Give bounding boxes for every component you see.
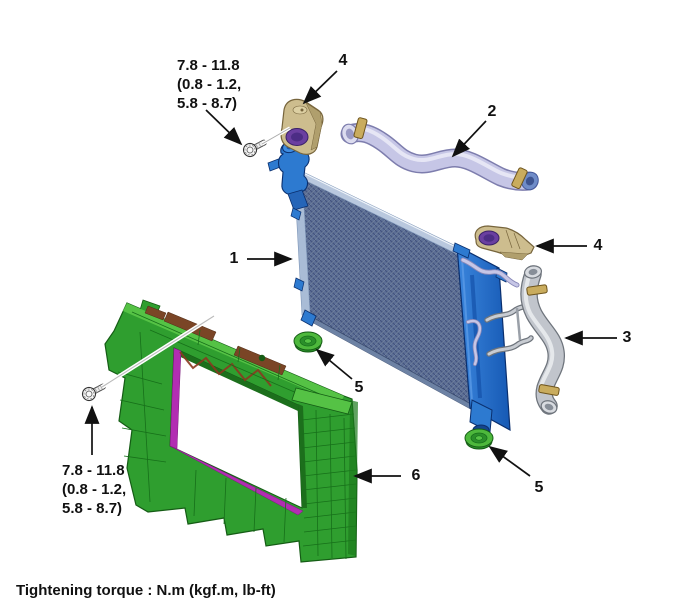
radiator-clip: [290, 207, 302, 221]
carrier-brown-strip: [144, 305, 167, 321]
torque-line: 5.8 - 8.7): [62, 500, 123, 517]
radiator: [267, 140, 534, 436]
carrier-opening-shadow: [174, 348, 298, 411]
carrier-top-highlight: [123, 303, 344, 404]
radiator-upper-bracket-right: [474, 225, 535, 261]
carrier-ribs: [117, 311, 357, 560]
tank-edge-light: [461, 257, 473, 403]
callout-label-2-upper-hose: 2: [487, 103, 497, 120]
torque-line: 5.8 - 8.7): [177, 95, 238, 112]
arrow-callout-4-top: [302, 70, 338, 105]
bolt-icon: [242, 139, 267, 158]
carrier-opening-shadow-right: [298, 404, 307, 508]
torque-line: (0.8 - 1.2,: [177, 76, 242, 93]
bolt-leader-lines: [100, 126, 291, 389]
callout-arrows: [84, 70, 617, 484]
carrier-magenta-trim-bottom: [169, 445, 304, 516]
arrow-torque-upper: [205, 109, 243, 146]
callout-label-5-mount-left: 5: [354, 379, 364, 396]
radiator-lower-mount-left: [293, 331, 323, 353]
torque-line: (0.8 - 1.2,: [62, 481, 127, 498]
carrier-pillar-cap: [291, 387, 353, 415]
tightening-torque-caption: Tightening torque : N.m (kgf.m, lb-ft): [16, 582, 276, 599]
hose-clamp: [353, 117, 368, 140]
arrow-callout-2: [451, 120, 487, 158]
hose-clamp: [538, 384, 560, 396]
carrier-pillar-shadow: [348, 400, 358, 556]
torque-line: 7.8 - 11.8: [62, 462, 125, 479]
radiator-core: [298, 171, 475, 407]
torque-line: 7.8 - 11.8: [177, 57, 240, 74]
bolt-icon: [81, 383, 106, 402]
lower-radiator-hose: [520, 265, 566, 415]
torque-spec-lower: 7.8 - 11.8 (0.8 - 1.2, 5.8 - 8.7): [62, 461, 126, 518]
radiator-clip: [300, 309, 317, 327]
callout-label-4-bracket-top: 4: [338, 52, 348, 69]
callout-label-6-carrier: 6: [411, 467, 421, 484]
callout-label-3-lower-hose: 3: [622, 329, 632, 346]
upper-radiator-hose: [340, 117, 539, 191]
front-end-module-carrier: [104, 299, 358, 563]
torque-spec-upper: 7.8 - 11.8 (0.8 - 1.2, 5.8 - 8.7): [177, 56, 241, 113]
arrow-callout-5-left: [315, 348, 353, 380]
radiator-clip: [293, 277, 305, 292]
hose-clamp: [526, 284, 548, 296]
hose-clamp: [511, 167, 528, 190]
carrier-rib-pattern: [179, 351, 272, 387]
carrier-hole: [258, 354, 266, 362]
callout-label-1-radiator: 1: [229, 250, 239, 267]
carrier-brown-strip: [233, 345, 287, 376]
frame-highlight: [296, 169, 463, 251]
radiator-upper-bracket-top: [280, 98, 324, 155]
callout-label-5-mount-right: 5: [534, 479, 544, 496]
radiator-lower-mount-right: [464, 428, 494, 450]
radiator-vent-tube: [460, 257, 520, 366]
tank-tab: [452, 242, 471, 259]
arrow-callout-5-right: [488, 445, 531, 477]
callout-label-4-bracket-right: 4: [593, 237, 603, 254]
radiator-filler-neck: [267, 140, 310, 211]
